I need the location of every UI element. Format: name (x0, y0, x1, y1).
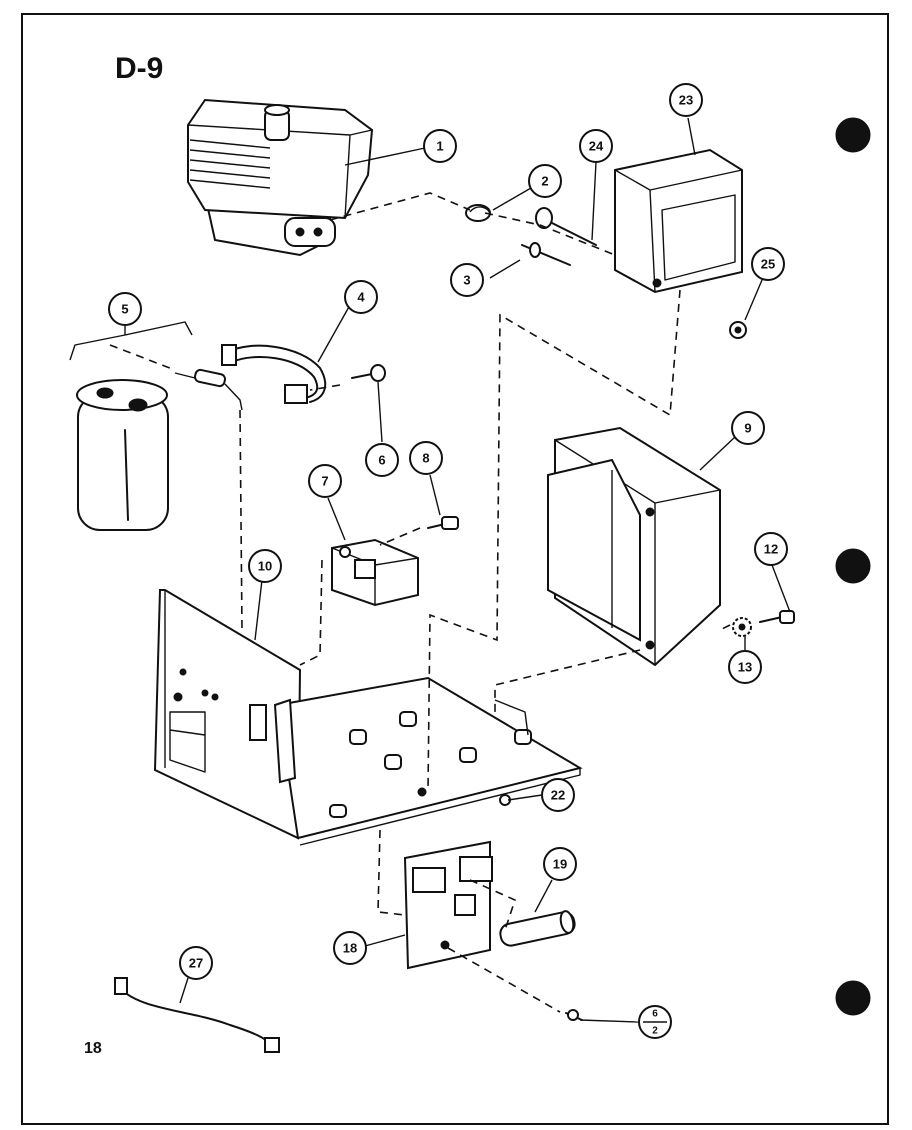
base-chassis-part (153, 589, 583, 846)
callout-12-label: 12 (764, 542, 778, 557)
callout-fraction-numerator: 6 (652, 1009, 658, 1020)
callout-9: 9 (731, 411, 765, 445)
callout-4: 4 (344, 280, 378, 314)
callout-10: 10 (248, 549, 282, 583)
callout-6-label: 6 (378, 453, 385, 468)
binder-hole-top (835, 117, 871, 153)
page-number: 18 (84, 1040, 102, 1057)
nut-25-part (729, 321, 747, 339)
magnetron-part (187, 98, 374, 257)
callout-19-label: 19 (553, 857, 567, 872)
callout-13-label: 13 (738, 660, 752, 675)
callout-13: 13 (728, 650, 762, 684)
bracket-2-part (465, 204, 491, 222)
fuse-part (499, 910, 576, 947)
callout-18-label: 18 (343, 941, 357, 956)
callout-6: 6 (365, 443, 399, 477)
callout-7: 7 (308, 464, 342, 498)
callout-5-label: 5 (121, 302, 128, 317)
callout-18: 18 (333, 931, 367, 965)
callout-8: 8 (409, 441, 443, 475)
page-border (21, 13, 889, 1125)
fuse-holder-3-part (521, 242, 571, 266)
callout-25: 25 (751, 247, 785, 281)
screw-8-part (427, 516, 459, 530)
callout-24-label: 24 (589, 139, 604, 154)
high-voltage-transformer-part (547, 426, 721, 667)
callout-9-label: 9 (744, 421, 751, 436)
callout-4-label: 4 (357, 290, 365, 305)
callout-2: 2 (528, 164, 562, 198)
binder-hole-bottom (835, 980, 871, 1016)
terminal-board-part (403, 840, 493, 970)
callout-22: 22 (541, 778, 575, 812)
diode-part (174, 368, 243, 411)
screw-6-2-part (565, 1009, 583, 1021)
filament-transformer-part (614, 148, 743, 294)
callout-25-label: 25 (761, 257, 775, 272)
callout-8-label: 8 (422, 451, 429, 466)
callout-fraction-denominator: 2 (652, 1026, 658, 1037)
capacitor-part (69, 321, 193, 531)
callout-27: 27 (179, 946, 213, 980)
callout-23-label: 23 (679, 93, 693, 108)
callout-6-over-2: 6 2 (638, 1005, 672, 1039)
capacitor-strap-part (221, 344, 327, 404)
callout-22-label: 22 (551, 788, 565, 803)
screw-12-part (759, 610, 795, 624)
bolt-24-part (535, 207, 597, 246)
callout-10-label: 10 (258, 559, 272, 574)
binder-hole-middle (835, 548, 871, 584)
callout-12: 12 (754, 532, 788, 566)
screw-6-part (351, 364, 386, 382)
callout-23: 23 (669, 83, 703, 117)
callout-5: 5 (108, 292, 142, 326)
callout-1-label: 1 (436, 139, 443, 154)
wire-lead-part (114, 977, 280, 1053)
callout-24: 24 (579, 129, 613, 163)
callout-3: 3 (450, 263, 484, 297)
diagram-title: D-9 (115, 52, 163, 85)
lock-washer-13-part (732, 617, 752, 637)
callout-19: 19 (543, 847, 577, 881)
leader-lines (179, 117, 791, 1023)
relay-part (331, 538, 419, 607)
callout-7-label: 7 (321, 474, 328, 489)
callout-2-label: 2 (541, 174, 548, 189)
callout-27-label: 27 (189, 956, 203, 971)
assembly-guide-lines (109, 192, 731, 1013)
callout-3-label: 3 (463, 273, 470, 288)
callout-1: 1 (423, 129, 457, 163)
